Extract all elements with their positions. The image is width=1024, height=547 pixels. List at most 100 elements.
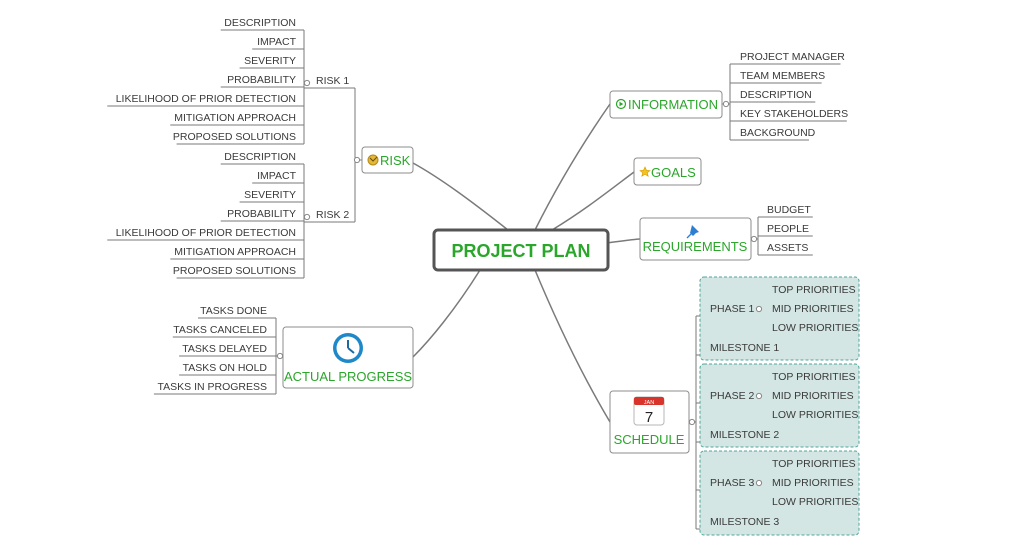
phase-1-item-1[interactable]: TOP PRIORITIES	[772, 284, 856, 296]
risk-1-item-7-label: PROPOSED SOLUTIONS	[173, 131, 296, 143]
information-item-4-label: KEY STAKEHOLDERS	[740, 108, 848, 120]
information-item-2[interactable]: TEAM MEMBERS	[740, 70, 825, 82]
actual-progress-item-5-label: TASKS IN PROGRESS	[158, 381, 268, 393]
risk-2-collapse-toggle[interactable]	[303, 213, 311, 221]
risk-1-item-4-label: PROBABILITY	[227, 74, 296, 86]
risk-1-collapse-toggle[interactable]	[303, 79, 311, 87]
schedule-collapse-toggle[interactable]	[688, 418, 696, 426]
risk-2-item-5[interactable]: LIKELIHOOD OF PRIOR DETECTION	[116, 227, 296, 239]
topic-nodes: RISK 1 DESCRIPTION IMPACT SEVERITY PROBABILI…	[116, 17, 859, 528]
actual-progress-item-4[interactable]: TASKS ON HOLD	[183, 362, 268, 374]
phase-3-item-3[interactable]: LOW PRIORITIES	[772, 496, 858, 508]
phase-2-item-2-label: MID PRIORITIES	[772, 390, 854, 402]
information-item-4[interactable]: KEY STAKEHOLDERS	[740, 108, 848, 120]
risk-1-item-3[interactable]: SEVERITY	[244, 55, 296, 67]
milestone-2[interactable]: MILESTONE 2	[710, 429, 779, 441]
actual-progress-item-1-label: TASKS DONE	[200, 305, 267, 317]
information-item-1[interactable]: PROJECT MANAGER	[740, 51, 845, 63]
branch-risk[interactable]: RISK	[361, 146, 414, 174]
actual-progress-item-3-label: TASKS DELAYED	[182, 343, 267, 355]
risk-1-topic-label: RISK 1	[316, 75, 349, 87]
phase-2-item-3[interactable]: LOW PRIORITIES	[772, 409, 858, 421]
actual-progress-item-5[interactable]: TASKS IN PROGRESS	[158, 381, 268, 393]
phase-2-item-2[interactable]: MID PRIORITIES	[772, 390, 854, 402]
phase-1-topic[interactable]: PHASE 1	[710, 303, 755, 315]
phase-3-topic-label: PHASE 3	[710, 477, 755, 489]
requirements-item-2-label: PEOPLE	[767, 223, 809, 235]
central-topic[interactable]: PROJECT PLAN	[432, 228, 610, 272]
risk-1-item-7[interactable]: PROPOSED SOLUTIONS	[173, 131, 296, 143]
branch-risk-label: RISK	[380, 153, 411, 168]
phase-3-topic[interactable]: PHASE 3	[710, 477, 755, 489]
branch-connector	[412, 162, 509, 231]
risk-2-item-7-label: PROPOSED SOLUTIONS	[173, 265, 296, 277]
branch-schedule-label: SCHEDULE	[614, 432, 685, 447]
phase-3-item-3-label: LOW PRIORITIES	[772, 496, 858, 508]
risk-1-item-1[interactable]: DESCRIPTION	[224, 17, 296, 29]
branch-information[interactable]: INFORMATION	[609, 90, 723, 119]
phase-1-collapse-toggle[interactable]	[755, 305, 763, 313]
requirements-item-1-label: BUDGET	[767, 204, 811, 216]
phase-1-item-2-label: MID PRIORITIES	[772, 303, 854, 315]
risk-2-item-5-label: LIKELIHOOD OF PRIOR DETECTION	[116, 227, 296, 239]
information-item-2-label: TEAM MEMBERS	[740, 70, 825, 82]
risk-1-item-5-label: LIKELIHOOD OF PRIOR DETECTION	[116, 93, 296, 105]
phase-3-item-1-label: TOP PRIORITIES	[772, 458, 856, 470]
phase-1-item-2[interactable]: MID PRIORITIES	[772, 303, 854, 315]
information-item-1-label: PROJECT MANAGER	[740, 51, 845, 63]
risk-2-item-4[interactable]: PROBABILITY	[227, 208, 296, 220]
information-item-5-label: BACKGROUND	[740, 127, 816, 139]
central-topic-label: PROJECT PLAN	[451, 241, 590, 261]
milestone-3[interactable]: MILESTONE 3	[710, 516, 779, 528]
phase-2-item-1-label: TOP PRIORITIES	[772, 371, 856, 383]
branch-schedule[interactable]: JAN 7 SCHEDULE	[609, 390, 690, 454]
phase-2-collapse-toggle[interactable]	[755, 392, 763, 400]
milestone-1[interactable]: MILESTONE 1	[710, 342, 779, 354]
requirements-collapse-toggle[interactable]	[750, 235, 758, 243]
risk-2-item-3-label: SEVERITY	[244, 189, 296, 201]
branch-connector	[412, 269, 481, 358]
phase-2-topic[interactable]: PHASE 2	[710, 390, 755, 402]
phase-3-item-2[interactable]: MID PRIORITIES	[772, 477, 854, 489]
risk-1-item-1-label: DESCRIPTION	[224, 17, 296, 29]
risk-2-item-2[interactable]: IMPACT	[257, 170, 296, 182]
information-collapse-toggle[interactable]	[722, 100, 730, 108]
risk-2-item-3[interactable]: SEVERITY	[244, 189, 296, 201]
risk-2-item-6-label: MITIGATION APPROACH	[174, 246, 296, 258]
phase-3-item-1[interactable]: TOP PRIORITIES	[772, 458, 856, 470]
branch-information-label: INFORMATION	[628, 97, 718, 112]
phase-2-container	[699, 363, 860, 448]
requirements-item-3[interactable]: ASSETS	[767, 242, 808, 254]
information-item-3[interactable]: DESCRIPTION	[740, 89, 812, 101]
requirements-item-2[interactable]: PEOPLE	[767, 223, 809, 235]
information-item-5[interactable]: BACKGROUND	[740, 127, 816, 139]
risk-2-item-1[interactable]: DESCRIPTION	[224, 151, 296, 163]
risk-1-item-4[interactable]: PROBABILITY	[227, 74, 296, 86]
phase-2-topic-label: PHASE 2	[710, 390, 755, 402]
branch-goals[interactable]: GOALS	[633, 157, 702, 186]
risk-2-topic[interactable]: RISK 2	[316, 209, 349, 221]
branch-requirements[interactable]: REQUIREMENTS	[639, 217, 752, 261]
actual-progress-item-2[interactable]: TASKS CANCELED	[173, 324, 267, 336]
requirements-item-1[interactable]: BUDGET	[767, 204, 811, 216]
risk-1-item-3-label: SEVERITY	[244, 55, 296, 67]
risk-1-item-2-label: IMPACT	[257, 36, 296, 48]
risk-1-item-2[interactable]: IMPACT	[257, 36, 296, 48]
risk-1-item-5[interactable]: LIKELIHOOD OF PRIOR DETECTION	[116, 93, 296, 105]
risk-2-item-7[interactable]: PROPOSED SOLUTIONS	[173, 265, 296, 277]
phase-3-collapse-toggle[interactable]	[755, 479, 763, 487]
risk-1-topic[interactable]: RISK 1	[316, 75, 349, 87]
milestone-3-label: MILESTONE 3	[710, 516, 779, 528]
phase-1-container	[699, 276, 860, 361]
phase-1-item-3[interactable]: LOW PRIORITIES	[772, 322, 858, 334]
actual-progress-item-3[interactable]: TASKS DELAYED	[182, 343, 267, 355]
risk-1-item-6[interactable]: MITIGATION APPROACH	[174, 112, 296, 124]
phase-2-item-1[interactable]: TOP PRIORITIES	[772, 371, 856, 383]
risk-collapse-toggle[interactable]	[353, 156, 361, 164]
actual-progress-item-1[interactable]: TASKS DONE	[200, 305, 267, 317]
phase-2-item-3-label: LOW PRIORITIES	[772, 409, 858, 421]
phase-3-item-2-label: MID PRIORITIES	[772, 477, 854, 489]
actual-progress-collapse-toggle[interactable]	[276, 352, 284, 360]
branch-actual-progress[interactable]: ACTUAL PROGRESS	[282, 326, 414, 389]
risk-2-item-6[interactable]: MITIGATION APPROACH	[174, 246, 296, 258]
